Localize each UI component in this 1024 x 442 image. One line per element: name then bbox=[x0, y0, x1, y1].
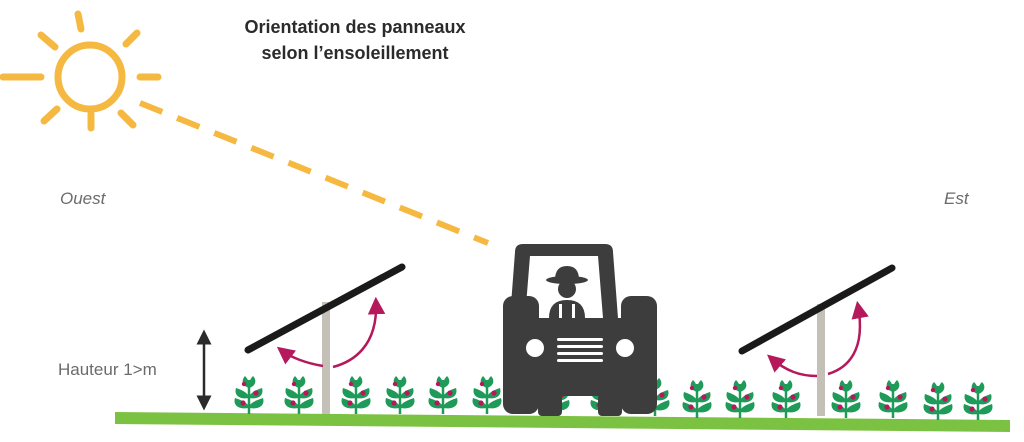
plant-icon bbox=[233, 374, 265, 416]
right-rotation-arrow-icon bbox=[827, 300, 869, 376]
right-rotation-arrow-icon bbox=[767, 354, 818, 378]
tractor-icon bbox=[503, 244, 657, 416]
diagram-title: Orientation des panneaux selon l’ensolei… bbox=[200, 14, 510, 66]
title-line-2: selon l’ensoleillement bbox=[261, 43, 449, 63]
plant-icon bbox=[283, 374, 315, 416]
plant-icon bbox=[471, 374, 503, 416]
sun-icon bbox=[0, 10, 162, 132]
left-panel-post bbox=[322, 302, 330, 414]
plant-icon bbox=[770, 378, 802, 420]
ground bbox=[115, 412, 1010, 432]
plant-icon bbox=[877, 378, 909, 420]
sun-ray bbox=[138, 100, 490, 246]
west-label: Ouest bbox=[60, 189, 106, 208]
left-rotation-arrow-icon bbox=[276, 346, 324, 368]
left-solar-panel bbox=[244, 263, 406, 354]
height-label: Hauteur 1>m bbox=[58, 360, 157, 379]
plant-icon bbox=[384, 374, 416, 416]
farmer-icon bbox=[546, 266, 588, 318]
left-rotation-arrow-icon bbox=[332, 296, 386, 369]
title-line-1: Orientation des panneaux bbox=[244, 17, 466, 37]
plant-icon bbox=[830, 378, 862, 420]
plant-icon bbox=[922, 380, 954, 422]
plant-icon bbox=[681, 378, 713, 420]
plant-icon bbox=[340, 374, 372, 416]
plant-icon bbox=[724, 378, 756, 420]
right-solar-panel bbox=[738, 264, 896, 355]
east-label: Est bbox=[944, 189, 969, 208]
right-panel-post bbox=[817, 304, 825, 416]
plant-icon bbox=[962, 380, 994, 422]
plant-icon bbox=[427, 374, 459, 416]
